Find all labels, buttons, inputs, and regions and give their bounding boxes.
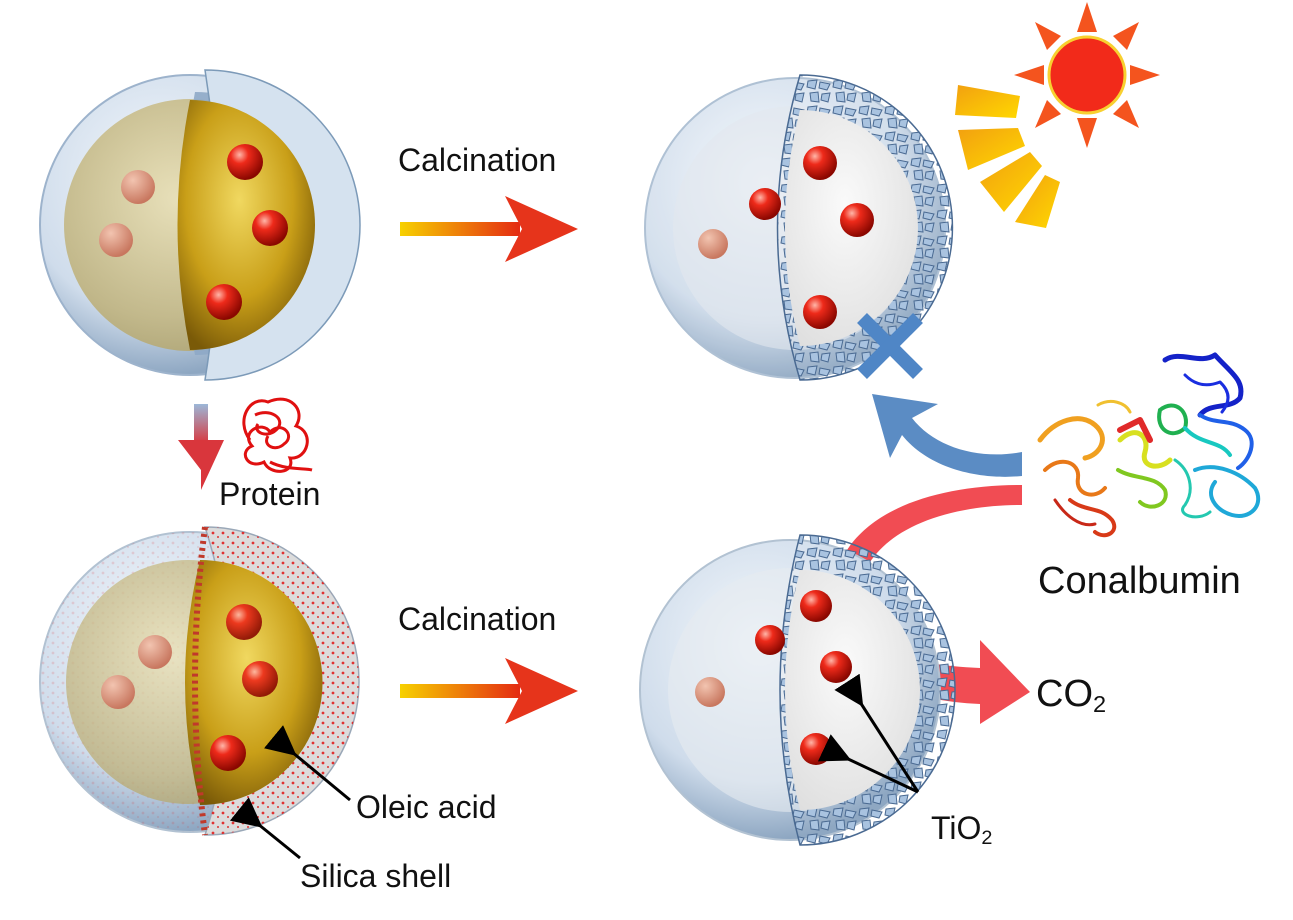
sphere-hollow-calcined (644, 74, 954, 381)
protein-coil-icon (242, 397, 313, 473)
tio2-label: TiO2 (931, 812, 992, 849)
conalbumin-structure-icon (1037, 352, 1261, 538)
oleic-acid-label: Oleic acid (356, 789, 497, 825)
protein-addition-arrow (178, 404, 224, 490)
sphere-protein-silica (39, 526, 360, 836)
silica-shell-label: Silica shell (300, 858, 452, 894)
blocked-diffusion-arrow (872, 394, 1022, 477)
pointer-arrows (229, 673, 920, 860)
co2-label-subscript: 2 (1093, 690, 1107, 717)
sphere-hollow-porous (639, 534, 956, 846)
co2-label-main: CO (1036, 673, 1093, 715)
calcination-label-bottom: Calcination (398, 601, 557, 637)
blocked-cross-icon (857, 313, 923, 379)
tio2-label-subscript: 2 (981, 826, 993, 849)
protein-label: Protein (219, 476, 321, 512)
sphere-oleic-silica (39, 69, 361, 381)
calcination-arrow-bottom (400, 658, 578, 724)
calcination-label-top: Calcination (398, 142, 557, 178)
calcination-arrow-top (400, 196, 578, 262)
conalbumin-label: Conalbumin (1038, 560, 1241, 602)
tio2-label-main: TiO (931, 810, 982, 846)
sun-icon (955, 2, 1160, 228)
co2-label: CO2 (1036, 675, 1106, 716)
